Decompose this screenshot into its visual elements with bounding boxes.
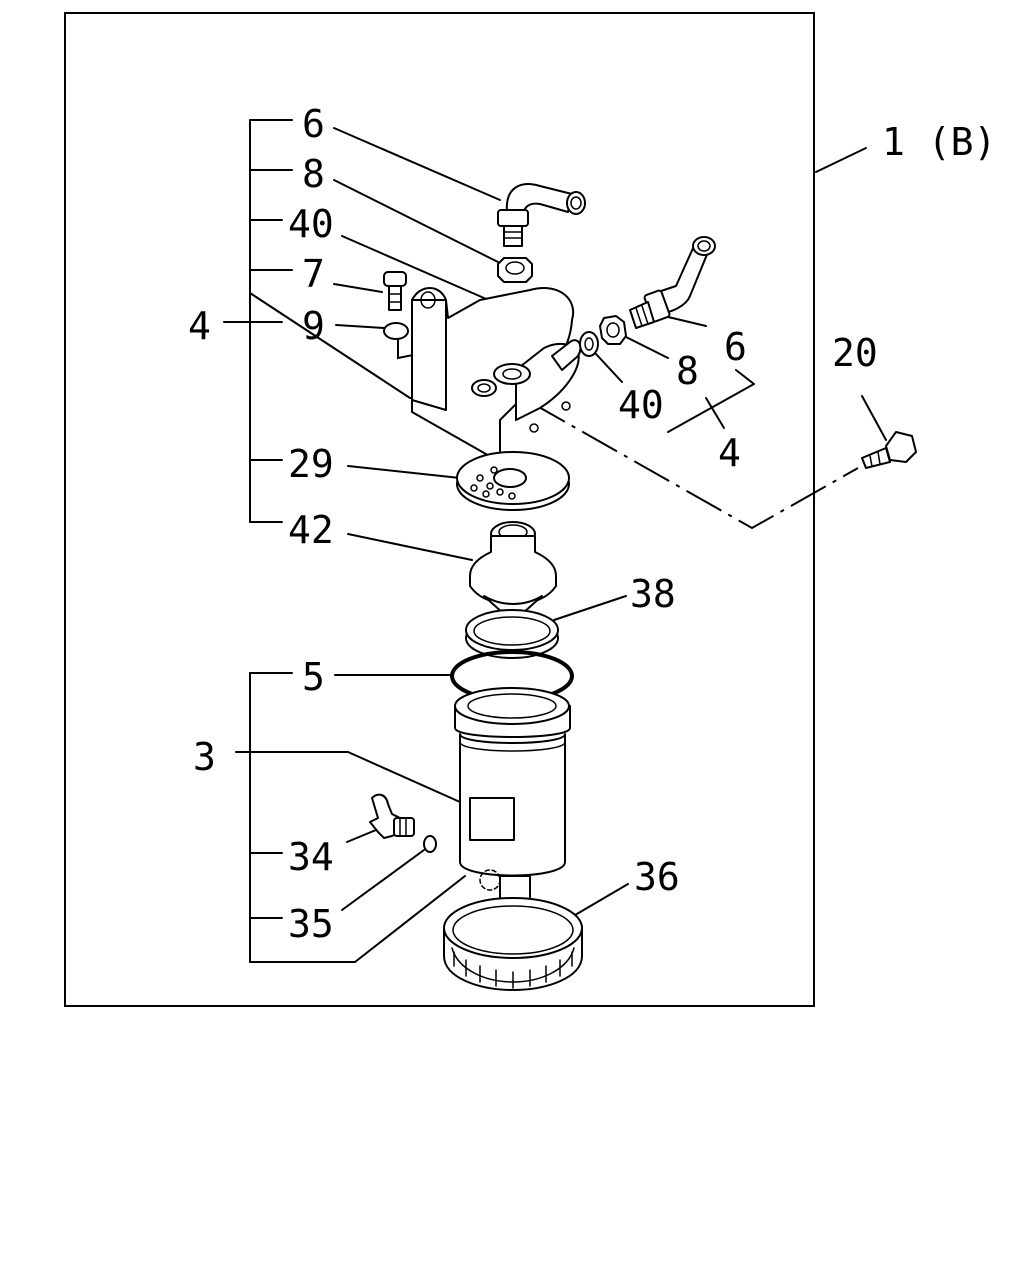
label-9: 9 [302,304,325,348]
label-8-top: 8 [302,152,325,196]
label-8-right: 8 [676,349,699,393]
label-36: 36 [634,855,680,899]
part-6-elbow-fitting-top [497,183,586,247]
bracket-lower-group [249,672,466,963]
part-6-elbow-fitting-right [629,236,716,329]
part-34-drain-plug [369,793,415,839]
label-42: 42 [288,508,334,552]
part-29-plate [456,451,570,511]
label-34: 34 [288,835,334,879]
label-6-top: 6 [302,102,325,146]
part-20-bolt [861,431,917,469]
part-35-small-o-ring [423,835,437,853]
diagram-frame [64,12,815,1007]
label-assembly: 1 (B) [882,120,996,164]
part-8-nut-right [599,315,627,345]
label-7: 7 [302,252,325,296]
part-9-o-ring [383,322,409,340]
part-36-ring-nut [443,897,583,991]
label-40-right: 40 [618,383,664,427]
part-3-filter-bowl [454,687,571,912]
label-4-left: 4 [188,304,211,348]
label-40-top: 40 [288,202,334,246]
label-29: 29 [288,442,334,486]
part-38-gasket [465,609,559,659]
label-5: 5 [302,655,325,699]
part-7-bolt [383,271,407,311]
label-38: 38 [630,572,676,616]
label-35: 35 [288,902,334,946]
part-42-cone [469,521,557,623]
part-4-filter-head [411,287,582,463]
part-40-washer-right [579,331,599,357]
part-8-nut-top [497,257,533,283]
label-6-right: 6 [724,325,747,369]
label-3: 3 [193,735,216,779]
leader-lines [235,127,887,919]
callout-labels: 1 (B) 6 8 40 7 4 9 29 42 38 5 3 34 35 36… [188,102,996,946]
label-20: 20 [832,331,878,375]
label-4-right: 4 [718,431,741,475]
